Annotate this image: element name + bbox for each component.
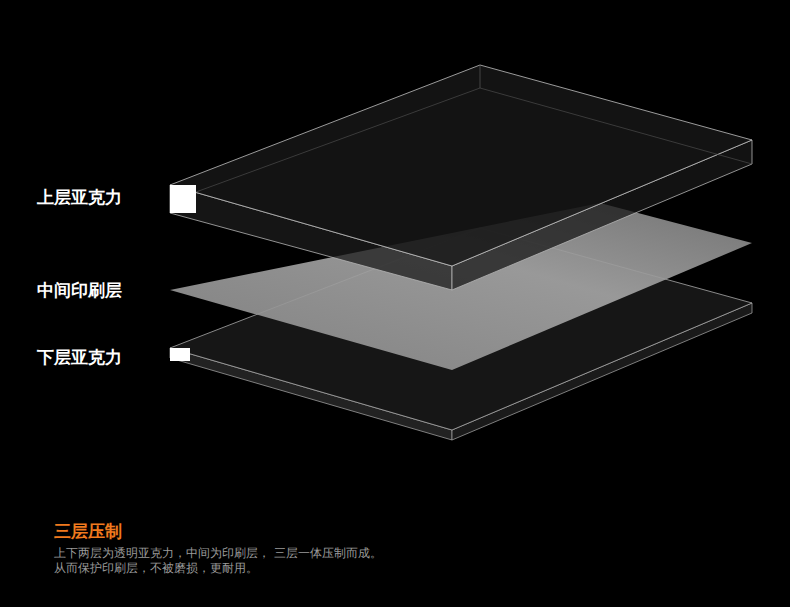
top-acrylic bbox=[170, 65, 752, 290]
layer-label: 上层亚克力 bbox=[37, 187, 122, 207]
caption-text: 上下两层为透明亚克力，中间为印刷层， 三层一体压制而成。从而保护印刷层，不被磨损… bbox=[54, 546, 424, 576]
layer-label: 下层亚克力 bbox=[37, 347, 122, 367]
section-title: 三层压制 bbox=[54, 520, 122, 543]
layer-label: 中间印刷层 bbox=[37, 280, 122, 300]
